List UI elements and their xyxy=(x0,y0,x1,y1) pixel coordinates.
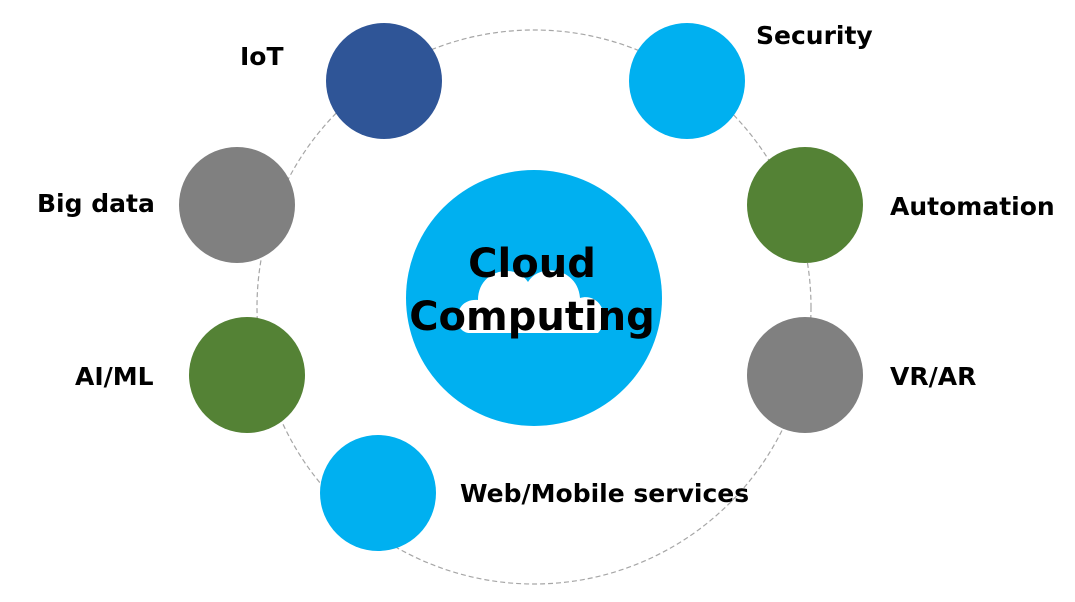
node-label-automation: Automation xyxy=(890,192,1055,221)
hub: Cloud Computing xyxy=(406,170,662,426)
node-circle-security xyxy=(629,23,745,139)
cloud-icon xyxy=(457,270,605,333)
node-label-big-data: Big data xyxy=(37,189,155,218)
orbit-ring xyxy=(256,29,812,585)
node-big-data: Big data xyxy=(37,147,295,263)
node-circle-big-data xyxy=(179,147,295,263)
node-iot: IoT xyxy=(240,23,442,139)
node-circle-vr-ar xyxy=(747,317,863,433)
node-circle-web-mobile xyxy=(320,435,436,551)
node-label-web-mobile: Web/Mobile services xyxy=(460,479,749,508)
node-ai-ml: AI/ML xyxy=(75,317,305,433)
node-label-vr-ar: VR/AR xyxy=(890,362,976,391)
node-web-mobile: Web/Mobile services xyxy=(320,435,749,551)
node-security: Security xyxy=(629,21,873,139)
node-circle-iot xyxy=(326,23,442,139)
node-label-ai-ml: AI/ML xyxy=(75,362,154,391)
hub-title-line1: Cloud xyxy=(468,241,596,287)
node-label-security: Security xyxy=(756,21,873,50)
node-vr-ar: VR/AR xyxy=(747,317,976,433)
node-circle-ai-ml xyxy=(189,317,305,433)
node-automation: Automation xyxy=(747,147,1055,263)
node-circle-automation xyxy=(747,147,863,263)
hub-title-line2: Computing xyxy=(409,294,655,340)
node-label-iot: IoT xyxy=(240,42,284,71)
